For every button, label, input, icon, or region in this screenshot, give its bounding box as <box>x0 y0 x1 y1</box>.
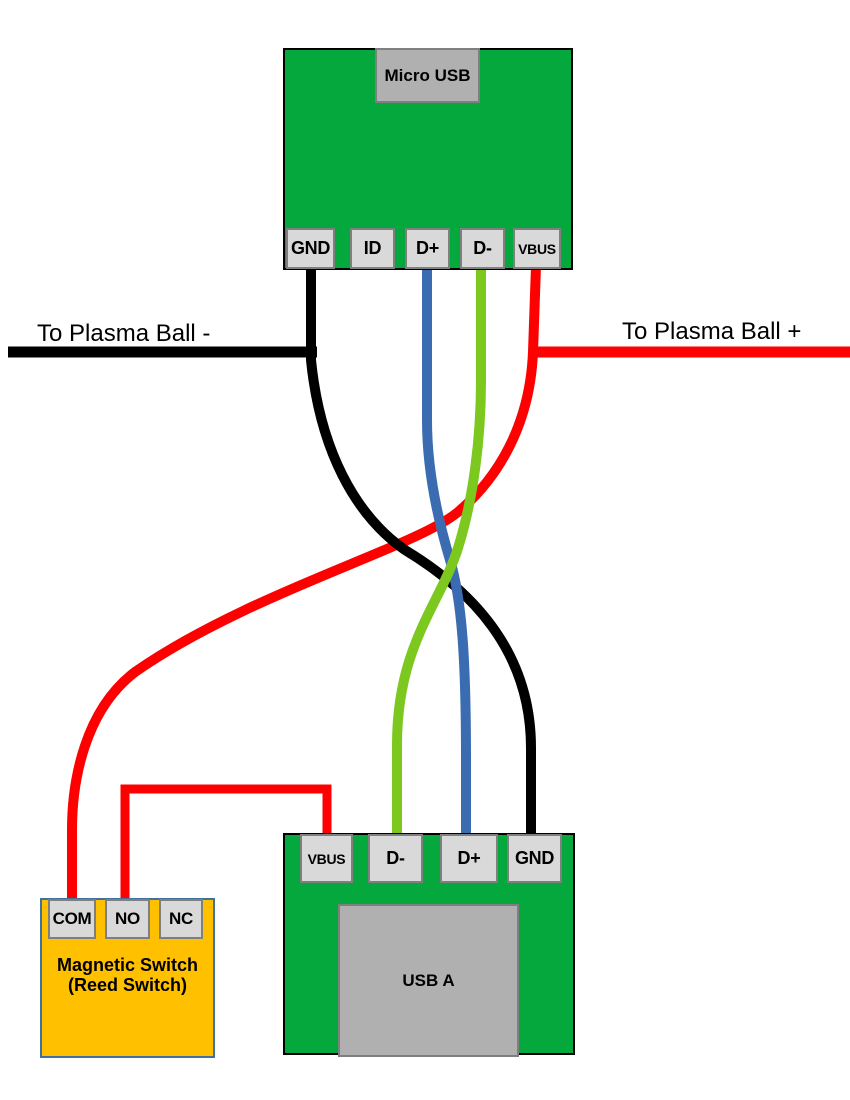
micro-usb-label: Micro USB <box>375 48 480 103</box>
switch-pin-no: NO <box>105 899 150 939</box>
wire-micro-dminus-to-usba-dminus <box>392 266 486 886</box>
micro-pin-gnd: GND <box>286 228 335 269</box>
magnetic-switch-title-line1: Magnetic Switch <box>56 955 199 975</box>
usba-pin-dplus: D+ <box>440 834 498 883</box>
micro-pin-id: ID <box>350 228 395 269</box>
usb-a-label: USB A <box>338 904 519 1057</box>
label-to-plasma-ball-plus: To Plasma Ball + <box>622 318 802 345</box>
micro-pin-dminus: D- <box>460 228 505 269</box>
magnetic-switch-title-line2: (Reed Switch) <box>67 975 187 995</box>
usba-pin-gnd: GND <box>507 834 562 883</box>
micro-pin-dplus: D+ <box>405 228 450 269</box>
wire-micro-gnd-to-usba-gnd <box>306 266 536 886</box>
label-to-plasma-ball-minus: To Plasma Ball - <box>37 320 211 347</box>
usba-pin-dminus: D- <box>368 834 423 883</box>
micro-pin-vbus: VBUS <box>513 228 561 269</box>
switch-pin-com: COM <box>48 899 96 939</box>
wire-switch-no-to-usba-vbus <box>120 784 332 902</box>
wire-micro-vbus-to-switch-com <box>67 265 541 902</box>
switch-pin-nc: NC <box>159 899 203 939</box>
usba-pin-vbus: VBUS <box>300 834 353 883</box>
